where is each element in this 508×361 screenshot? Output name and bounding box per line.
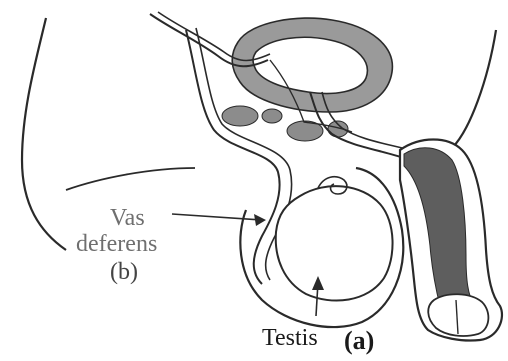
testis (276, 186, 393, 300)
seminal-vesicle-2 (262, 109, 282, 123)
testis-tag: (a) (344, 328, 374, 354)
vas-deferens-tag: (b) (110, 260, 138, 284)
abdomen-outline (452, 30, 496, 148)
vas-deferens-pointer-arrowhead (254, 214, 266, 226)
seminal-vesicle (222, 106, 258, 126)
vas-deferens-pointer (172, 214, 262, 220)
vas-deferens-label-line2: deferens (76, 232, 157, 256)
vas-deferens-label-line1: Vas (110, 206, 145, 230)
body-outline-back (22, 18, 66, 250)
testis-label: Testis (262, 326, 318, 350)
perineum-outline (66, 168, 195, 190)
